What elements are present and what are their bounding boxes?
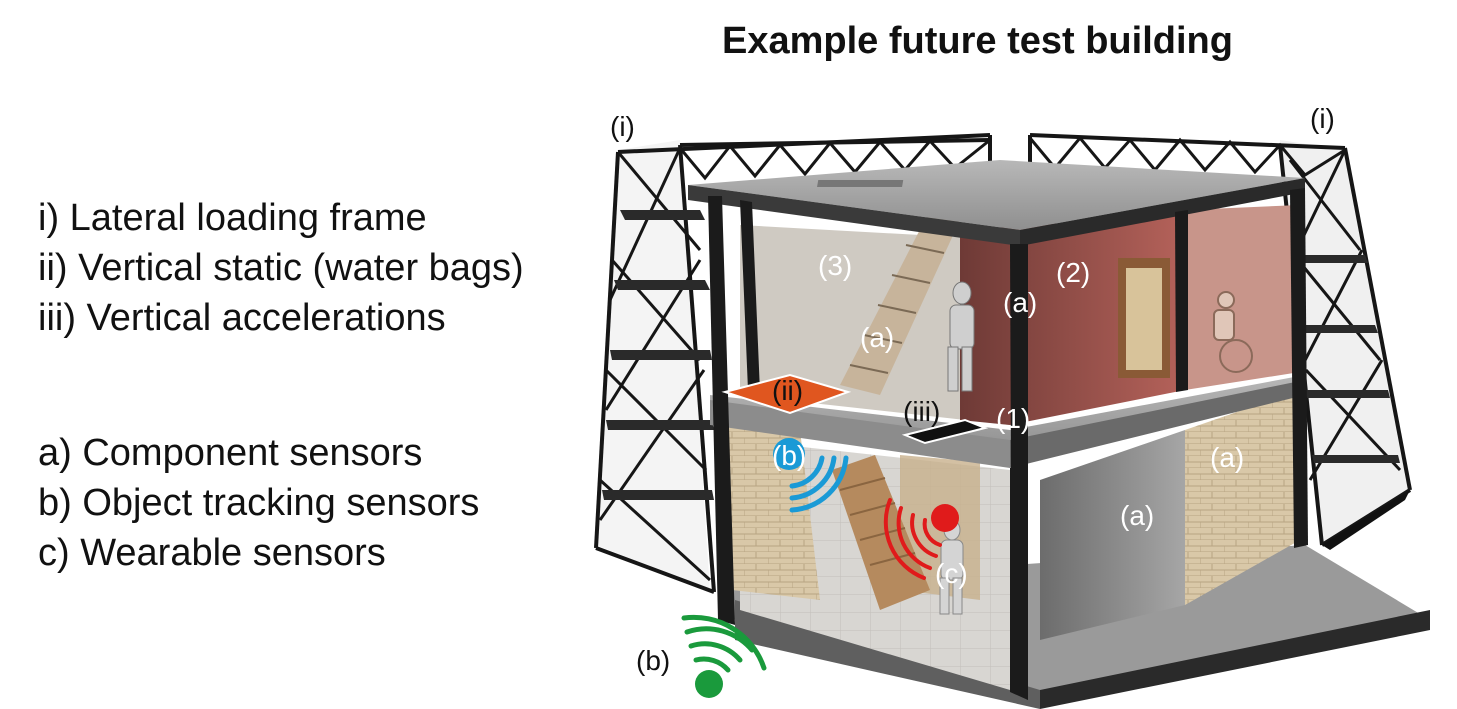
label-frame-left: (i): [610, 111, 635, 142]
label-component-column: (a): [1003, 287, 1037, 318]
page-title: Example future test building: [722, 20, 1233, 62]
label-component-wall-ground: (a): [1120, 500, 1154, 531]
tracking-sensor-blue-icon: [773, 438, 849, 513]
sensor-legend: a) Component sensors b) Object tracking …: [38, 428, 479, 578]
load-legend: i) Lateral loading frame ii) Vertical st…: [38, 193, 524, 343]
tracking-sensor-green-icon: [681, 614, 767, 698]
building: [688, 160, 1430, 709]
left-loading-frame: [594, 133, 992, 594]
label-room-2: (2): [1056, 257, 1090, 288]
label-wearable: (c): [935, 558, 968, 589]
label-room-3: (3): [818, 250, 852, 281]
label-tracking-green: (b): [636, 645, 670, 676]
label-water-bags: (ii): [772, 375, 803, 406]
legend-item-tracking-sensors: b) Object tracking sensors: [38, 482, 480, 524]
legend-item-water-bags: ii) Vertical static (water bags): [38, 247, 524, 289]
legend-item-component-sensors: a) Component sensors: [38, 432, 423, 474]
label-accel-plate: (iii): [903, 396, 940, 427]
label-component-wall-right: (a): [1210, 442, 1244, 473]
water-bag-platform: [721, 373, 852, 415]
label-tracking-blue: (b): [772, 440, 806, 471]
label-component-stair: (a): [860, 322, 894, 353]
label-room-1: (1): [996, 403, 1030, 434]
wearable-sensor-icon: [883, 498, 959, 580]
label-frame-right: (i): [1310, 103, 1335, 134]
legend-item-lateral-frame: i) Lateral loading frame: [38, 197, 427, 239]
legend-item-wearable-sensors: c) Wearable sensors: [38, 532, 386, 574]
legend-item-vertical-accel: iii) Vertical accelerations: [38, 297, 446, 339]
acceleration-plate: [901, 418, 989, 445]
